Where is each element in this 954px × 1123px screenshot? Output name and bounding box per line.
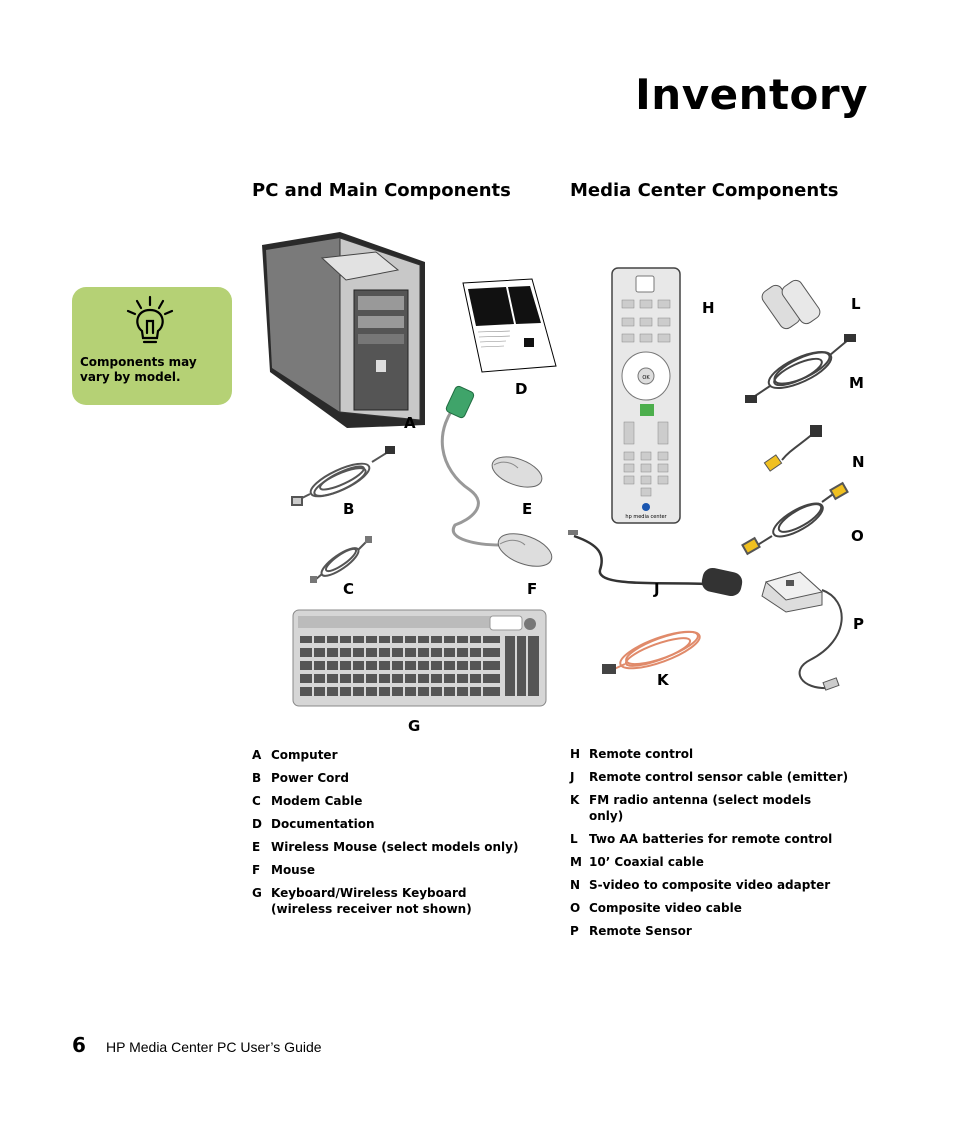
remote-brand-text: hp media center (625, 514, 667, 520)
computer-tower-image (262, 232, 425, 428)
label-n: N (852, 453, 865, 471)
label-c: C (343, 580, 355, 598)
label-g: G (408, 717, 421, 735)
remote-sensor-image (761, 571, 843, 691)
label-d: D (515, 380, 528, 398)
label-h: H (702, 299, 715, 317)
mouse-image (440, 385, 553, 567)
svideo-adapter-image (763, 425, 822, 472)
tip-box: Components may vary by model. (72, 287, 232, 405)
wireless-mouse-image (491, 456, 543, 488)
label-o: O (851, 527, 864, 545)
label-f: F (527, 580, 538, 598)
label-a: A (404, 414, 416, 432)
section-heading-pc: PC and Main Components (252, 180, 511, 201)
keyboard-image (292, 609, 547, 707)
composite-cable-image (741, 481, 849, 556)
lightbulb-icon (126, 295, 174, 344)
section-heading-media: Media Center Components (570, 180, 839, 201)
emitter-cable-image (568, 530, 743, 597)
modem-cable-image (310, 536, 372, 583)
label-j: J (654, 580, 660, 598)
label-k: K (657, 671, 669, 689)
batteries-image (761, 279, 821, 330)
power-cord-image (291, 446, 395, 506)
label-p: P (853, 615, 864, 633)
remote-control-image: OK hp media center (611, 267, 681, 524)
label-l: L (851, 295, 861, 313)
tip-text: Components may vary by model. (80, 355, 197, 384)
footer-page-number: 6 (72, 1033, 86, 1057)
label-e: E (522, 500, 533, 518)
page-title: Inventory (635, 70, 868, 119)
label-m: M (849, 374, 864, 392)
fm-antenna-image (602, 630, 701, 674)
label-b: B (343, 500, 355, 518)
documentation-image (462, 278, 557, 373)
footer-text: HP Media Center PC User’s Guide (106, 1039, 322, 1055)
remote-ok-text: OK (642, 375, 650, 381)
coaxial-cable-image (745, 334, 856, 403)
